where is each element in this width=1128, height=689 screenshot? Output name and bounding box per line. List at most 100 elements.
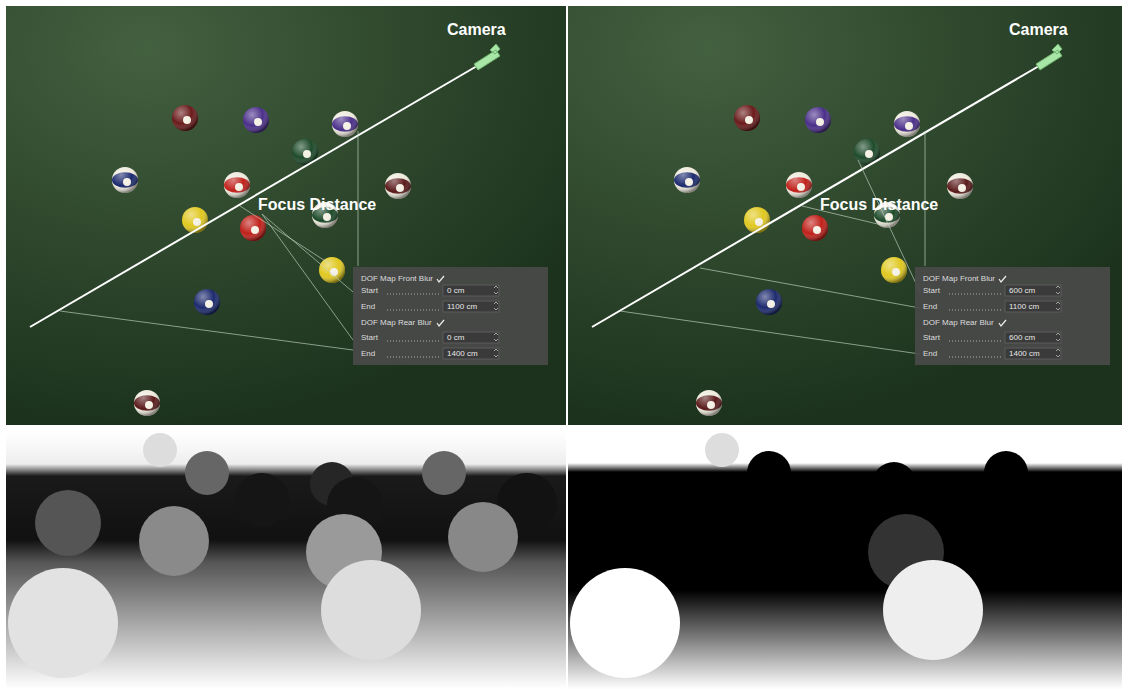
field-label: Start <box>361 286 378 296</box>
camera-label: Camera <box>447 21 506 39</box>
dotted-leader <box>387 310 441 311</box>
value-field <box>443 285 499 296</box>
pool-ball <box>805 107 831 133</box>
pool-ball <box>134 390 160 416</box>
depth-sphere <box>984 451 1028 495</box>
depth-sphere <box>448 502 518 572</box>
pool-ball <box>744 207 770 233</box>
dotted-leader <box>949 357 1003 358</box>
depth-sphere <box>705 433 739 467</box>
depth-sphere <box>185 451 229 495</box>
value-field <box>1005 332 1061 343</box>
leader-line <box>620 311 920 354</box>
leader-line <box>240 206 330 264</box>
value-field <box>1005 348 1061 359</box>
field-label: End <box>923 302 937 312</box>
pool-ball <box>224 172 250 198</box>
spinner-arrows <box>1056 286 1060 294</box>
checkbox-tick <box>999 320 1006 326</box>
dotted-leader <box>949 341 1003 342</box>
dotted-leader <box>387 341 441 342</box>
depth-sphere <box>139 506 209 576</box>
pool-ball <box>881 257 907 283</box>
spinner-arrows <box>1056 302 1060 310</box>
camera-icon <box>474 44 500 70</box>
field-label: Start <box>923 286 940 296</box>
depth-sphere <box>8 568 118 678</box>
dotted-leader <box>387 357 441 358</box>
field-value: 1400 cm <box>447 349 478 359</box>
depth-sphere <box>797 473 851 527</box>
pool-ball <box>112 167 138 193</box>
field-value: 1100 cm <box>447 302 477 312</box>
dotted-leader <box>949 294 1003 295</box>
checkbox-tick <box>437 320 444 326</box>
pool-ball <box>786 172 812 198</box>
spinner-arrows <box>494 349 498 357</box>
settings-panel <box>353 267 548 365</box>
depth-sphere <box>1059 473 1119 533</box>
pool-ball <box>172 105 198 131</box>
pool-ball <box>802 215 828 241</box>
settings-panel <box>915 267 1110 365</box>
spinner-arrows <box>1056 333 1060 341</box>
value-field <box>1005 285 1061 296</box>
field-value: 0 cm <box>447 333 464 343</box>
depth-sphere <box>747 451 791 495</box>
leader-line <box>60 311 353 350</box>
value-field <box>443 348 499 359</box>
render-panel <box>6 6 566 425</box>
depth-sphere <box>143 433 177 467</box>
field-label: End <box>361 302 375 312</box>
depth-sphere <box>422 451 466 495</box>
depth-sphere <box>35 490 101 556</box>
field-value: 1100 cm <box>1009 302 1039 312</box>
depth-sphere <box>235 473 289 527</box>
checkbox-tick <box>437 276 444 282</box>
camera-icon <box>1036 44 1062 70</box>
field-label: Start <box>361 333 378 343</box>
spinner-arrows <box>494 286 498 294</box>
field-heading: DOF Map Front Blur <box>923 274 995 284</box>
field-value: 600 cm <box>1009 286 1035 296</box>
field-label: End <box>361 349 375 359</box>
field-value: 0 cm <box>447 286 464 296</box>
field-label: End <box>923 349 937 359</box>
pool-ball <box>756 289 782 315</box>
depth-sphere <box>321 560 421 660</box>
leader-line <box>858 160 920 292</box>
value-field <box>443 332 499 343</box>
depth-map <box>6 432 566 689</box>
field-heading: DOF Map Rear Blur <box>361 318 432 328</box>
dotted-leader <box>949 310 1003 311</box>
depth-map <box>568 432 1122 689</box>
depth-sphere <box>570 568 680 678</box>
value-field <box>1005 301 1061 312</box>
checkbox-tick <box>999 276 1006 282</box>
field-value: 1400 cm <box>1009 349 1040 359</box>
depth-sphere <box>883 560 983 660</box>
spinner-arrows <box>494 333 498 341</box>
pool-ball <box>894 111 920 137</box>
pool-ball <box>243 107 269 133</box>
pool-ball <box>696 390 722 416</box>
pool-ball <box>182 207 208 233</box>
pool-ball <box>947 173 973 199</box>
spinner-arrows <box>1056 349 1060 357</box>
pool-ball <box>385 173 411 199</box>
leader-line <box>262 214 353 340</box>
field-label: Start <box>923 333 940 343</box>
pool-ball <box>194 289 220 315</box>
camera-label: Camera <box>1009 21 1068 39</box>
field-heading: DOF Map Rear Blur <box>923 318 994 328</box>
value-field <box>443 301 499 312</box>
pool-ball <box>332 111 358 137</box>
spinner-arrows <box>494 302 498 310</box>
pool-ball <box>240 215 266 241</box>
field-value: 600 cm <box>1009 333 1035 343</box>
dotted-leader <box>387 294 441 295</box>
leader-line <box>700 268 920 308</box>
pool-ball <box>319 257 345 283</box>
